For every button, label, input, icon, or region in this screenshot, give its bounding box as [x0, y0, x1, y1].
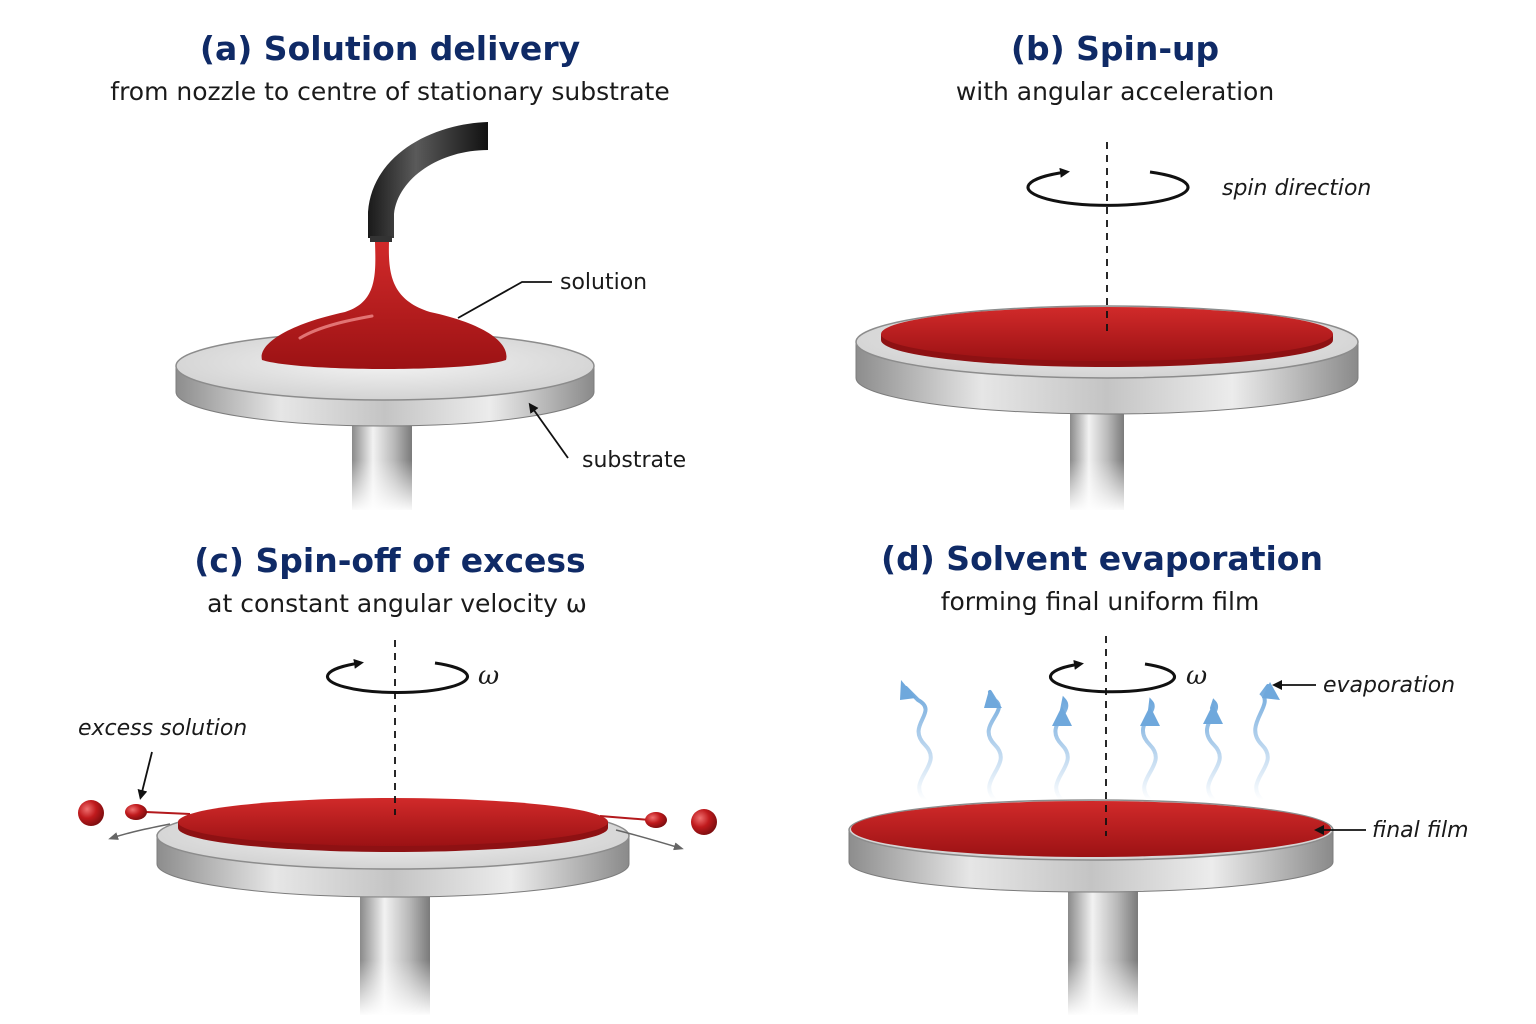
- nozzle-tip: [370, 236, 392, 242]
- fling-arrow-right: [615, 829, 684, 851]
- omega-symbol: ω: [478, 661, 499, 691]
- panel-c-title: (c) Spin-off of excess: [194, 541, 585, 580]
- panel-a: (a) Solution delivery from nozzle to cen…: [110, 29, 686, 512]
- substrate-leader-arrow: [528, 402, 569, 459]
- solution-leader: [457, 281, 552, 319]
- panel-a-subtitle: from nozzle to centre of stationary subs…: [110, 77, 669, 106]
- evaporation-arrowheads: [900, 680, 1280, 726]
- panel-b-title: (b) Spin-up: [1011, 29, 1219, 68]
- excess-droplets: [78, 800, 717, 835]
- panel-c-subtitle: at constant angular velocity ω: [207, 589, 587, 618]
- panel-d: (d) Solvent evaporation forming final un…: [848, 539, 1469, 1016]
- excess-leader-arrow: [137, 751, 153, 800]
- panel-b: (b) Spin-up with angular acceleration sp…: [855, 29, 1371, 512]
- fling-arrow-left: [108, 823, 171, 840]
- spindle-shaft: [352, 410, 412, 512]
- omega-symbol: ω: [1186, 661, 1207, 691]
- evaporation-arrows: [904, 684, 1270, 802]
- panel-a-title: (a) Solution delivery: [200, 29, 580, 68]
- spindle-shaft: [1070, 400, 1124, 512]
- spindle-shaft: [360, 885, 430, 1016]
- panel-c: (c) Spin-off of excess at constant angul…: [78, 541, 717, 1016]
- label-spin-direction: spin direction: [1222, 176, 1371, 201]
- label-final-film: final film: [1372, 818, 1469, 843]
- spin-direction-arrow: [1026, 167, 1190, 207]
- final-film: [851, 801, 1331, 857]
- label-excess-solution: excess solution: [78, 716, 247, 741]
- label-evaporation: evaporation: [1323, 673, 1455, 698]
- rotation-arrow: [326, 658, 469, 695]
- label-substrate: substrate: [582, 448, 686, 473]
- nozzle: [368, 122, 488, 238]
- rotation-arrow: [1049, 659, 1176, 694]
- spindle-shaft: [1068, 880, 1138, 1016]
- solution-layer: [178, 798, 608, 852]
- panel-d-subtitle: forming final uniform film: [941, 587, 1260, 616]
- solution-puddle: [261, 242, 507, 369]
- panel-b-subtitle: with angular acceleration: [956, 77, 1274, 106]
- label-solution: solution: [560, 270, 647, 295]
- solution-layer: [881, 307, 1333, 367]
- panel-d-title: (d) Solvent evaporation: [881, 539, 1323, 578]
